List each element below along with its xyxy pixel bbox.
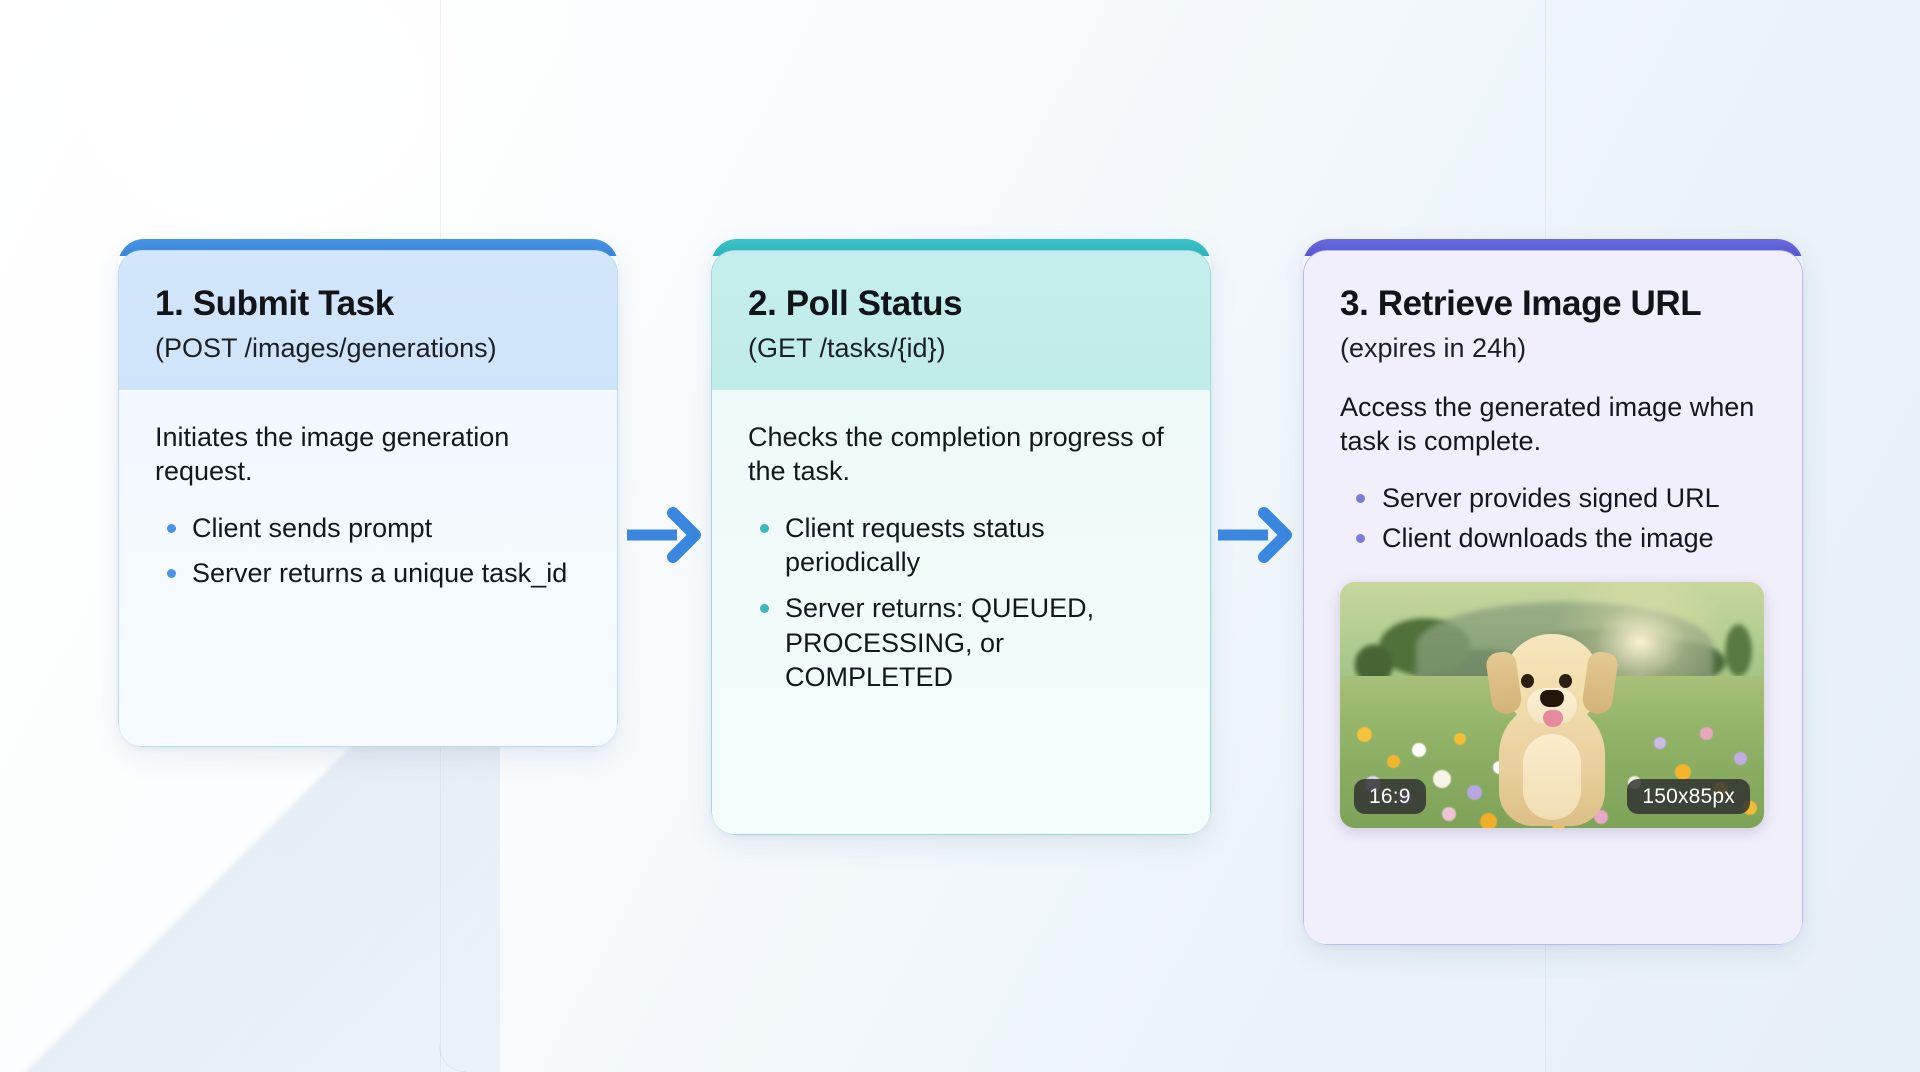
bullet-dot-icon xyxy=(1356,493,1365,503)
bullet-text: Server returns: QUEUED, PROCESSING, or C… xyxy=(785,593,1095,693)
list-item: Server provides signed URL xyxy=(1340,481,1766,516)
step-card-submit-task[interactable]: 1. Submit Task (POST /images/generations… xyxy=(118,239,618,747)
step-description: Access the generated image when task is … xyxy=(1340,391,1755,457)
bullet-text: Server provides signed URL xyxy=(1382,482,1720,513)
step-card-header: 1. Submit Task (POST /images/generations… xyxy=(119,251,617,390)
step-card-body: Access the generated image when task is … xyxy=(1304,371,1802,944)
step-bullet-list: Server provides signed URL Client downlo… xyxy=(1340,481,1766,556)
puppy-illustration xyxy=(1477,630,1627,827)
step-bullet-list: Client requests status periodically Serv… xyxy=(748,511,1174,695)
bullet-text: Client downloads the image xyxy=(1382,523,1714,554)
step-endpoint: (POST /images/generations) xyxy=(155,332,497,363)
bullet-text: Client sends prompt xyxy=(192,512,433,543)
bullet-dot-icon xyxy=(760,523,769,533)
step-card-header: 2. Poll Status (GET /tasks/{id}) xyxy=(712,251,1210,390)
bullet-dot-icon xyxy=(167,569,176,579)
step-card-inner: 3. Retrieve Image URL (expires in 24h) A… xyxy=(1303,250,1803,945)
list-item: Client downloads the image xyxy=(1340,521,1766,556)
list-item: Server returns a unique task_id xyxy=(155,556,581,591)
step-endpoint: (expires in 24h) xyxy=(1340,332,1527,363)
list-item: Client sends prompt xyxy=(155,511,581,546)
step-title: 1. Submit Task xyxy=(155,284,394,323)
bullet-dot-icon xyxy=(760,604,769,614)
arrow-right-icon xyxy=(627,507,701,563)
bullet-dot-icon xyxy=(1356,534,1365,544)
step-card-body: Checks the completion progress of the ta… xyxy=(712,389,1210,834)
bullet-dot-icon xyxy=(167,523,176,533)
step-card-inner: 2. Poll Status (GET /tasks/{id}) Checks … xyxy=(711,250,1211,835)
step-description: Initiates the image generation request. xyxy=(155,421,510,487)
connector-arrow-step1-to-step2 xyxy=(625,505,707,565)
bullet-text: Client requests status periodically xyxy=(785,512,1045,578)
step-card-poll-status[interactable]: 2. Poll Status (GET /tasks/{id}) Checks … xyxy=(711,239,1211,835)
step-card-inner: 1. Submit Task (POST /images/generations… xyxy=(118,250,618,747)
step-card-retrieve-image-url[interactable]: 3. Retrieve Image URL (expires in 24h) A… xyxy=(1303,239,1803,945)
step-title: 2. Poll Status xyxy=(748,284,963,323)
step-title: 3. Retrieve Image URL xyxy=(1340,284,1702,323)
generated-image-thumbnail[interactable]: 16:9 150x85px xyxy=(1340,582,1764,829)
connector-arrow-step2-to-step3 xyxy=(1216,505,1298,565)
step-description: Checks the completion progress of the ta… xyxy=(748,421,1164,487)
step-bullet-list: Client sends prompt Server returns a uni… xyxy=(155,511,581,591)
list-item: Server returns: QUEUED, PROCESSING, or C… xyxy=(748,591,1174,695)
background-diagonal-band xyxy=(0,682,500,1072)
wildflowers xyxy=(1340,676,1764,829)
aspect-ratio-badge: 16:9 xyxy=(1354,779,1426,815)
list-item: Client requests status periodically xyxy=(748,511,1174,580)
bullet-text: Server returns a unique task_id xyxy=(192,558,568,589)
step-endpoint: (GET /tasks/{id}) xyxy=(748,332,946,363)
step-card-header: 3. Retrieve Image URL (expires in 24h) xyxy=(1304,251,1802,372)
arrow-right-icon xyxy=(1218,507,1292,563)
image-size-badge: 150x85px xyxy=(1627,779,1750,815)
step-card-body: Initiates the image generation request. … xyxy=(119,389,617,746)
